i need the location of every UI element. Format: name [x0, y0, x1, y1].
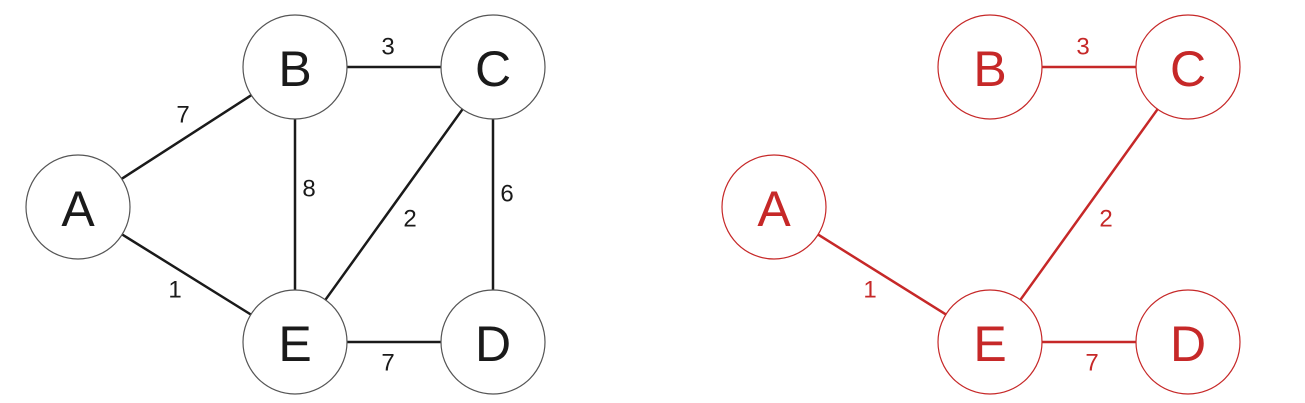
- node-label-a: A: [757, 181, 791, 237]
- edge-weight-e-d: 7: [381, 350, 394, 377]
- node-label-e: E: [973, 316, 1006, 372]
- edge-weight-e-d: 7: [1085, 350, 1098, 377]
- node-d: [1135, 289, 1241, 395]
- edge-c-e: [324, 107, 464, 302]
- node-d: [440, 289, 546, 395]
- edge-weight-a-e: 1: [168, 277, 181, 304]
- node-a: [721, 154, 827, 260]
- node-label-c: C: [1170, 41, 1206, 97]
- edge-weight-b-c: 3: [1076, 34, 1089, 61]
- edge-a-b: [120, 93, 253, 181]
- node-b: [242, 14, 348, 120]
- node-label-b: B: [278, 41, 311, 97]
- edge-weight-b-c: 3: [381, 34, 394, 61]
- edge-weight-b-e: 8: [302, 176, 315, 203]
- node-c: [1135, 14, 1241, 120]
- edge-a-e: [120, 233, 253, 316]
- node-label-d: D: [475, 316, 511, 372]
- edge-weight-c-d: 6: [500, 181, 513, 208]
- edge-weight-a-b: 7: [176, 102, 189, 129]
- node-a: [25, 154, 131, 260]
- node-label-b: B: [973, 41, 1006, 97]
- edge-c-e: [1019, 107, 1159, 302]
- node-label-c: C: [475, 41, 511, 97]
- edge-a-e: [816, 233, 948, 316]
- node-c: [440, 14, 546, 120]
- node-e: [937, 289, 1043, 395]
- node-e: [242, 289, 348, 395]
- node-label-e: E: [278, 316, 311, 372]
- edge-weight-a-e: 1: [863, 277, 876, 304]
- node-label-d: D: [1170, 316, 1206, 372]
- minimum-spanning-tree: 1 3 2 7 A B C D E: [721, 14, 1241, 395]
- node-b: [937, 14, 1043, 120]
- edge-weight-c-e: 2: [403, 206, 416, 233]
- node-label-a: A: [61, 181, 95, 237]
- edge-weight-c-e: 2: [1099, 206, 1112, 233]
